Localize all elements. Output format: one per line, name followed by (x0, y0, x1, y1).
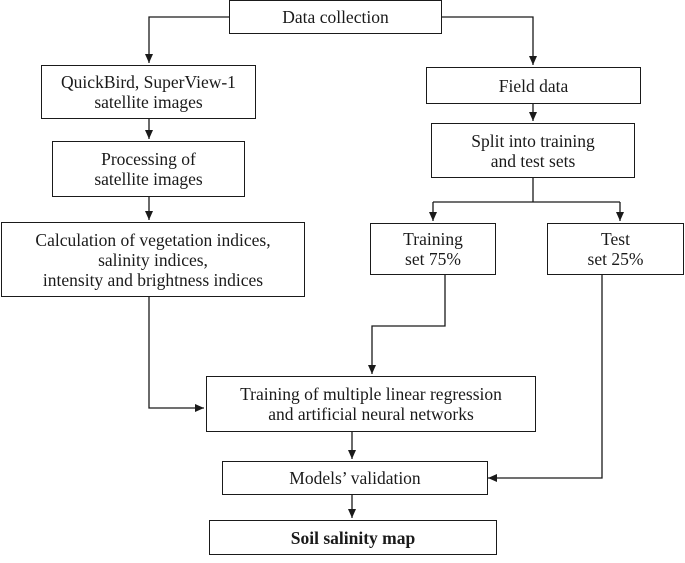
test-set-box: Test set 25% (547, 223, 684, 275)
processing-box: Processing of satellite images (52, 141, 245, 197)
model-training-text-line1: Training of multiple linear regression (240, 384, 502, 404)
satellite-images-box: QuickBird, SuperView-1 satellite images (41, 65, 256, 119)
field-data-text: Field data (498, 75, 569, 96)
training-set-text-line2: set 75% (405, 249, 461, 269)
arrow-collection-to-field (442, 16, 537, 65)
field-data-box: Field data (426, 67, 641, 104)
models-validation-text: Models’ validation (289, 468, 421, 488)
arrow-test-set-to-validation (488, 275, 603, 482)
arrow-collection-to-satellite (145, 16, 229, 63)
satellite-images-text-line2: satellite images (94, 92, 203, 112)
soil-salinity-map-box: Soil salinity map (209, 520, 497, 555)
indices-calculation-box: Calculation of vegetation indices, salin… (1, 222, 305, 297)
data-collection-text: Data collection (282, 7, 389, 27)
training-set-text-line1: Training (403, 229, 463, 249)
split-sets-box: Split into training and test sets (431, 123, 635, 178)
indices-text-line2: salinity indices, (98, 249, 208, 270)
training-set-box: Training set 75% (370, 223, 496, 275)
split-sets-text-line2: and test sets (490, 150, 576, 171)
arrow-indices-to-model-training (148, 297, 204, 412)
indices-text-line1: Calculation of vegetation indices, (35, 229, 271, 250)
processing-text-line2: satellite images (94, 169, 203, 189)
split-sets-text-line1: Split into training (471, 130, 595, 151)
data-collection-box: Data collection (229, 0, 442, 34)
satellite-images-text-line1: QuickBird, SuperView-1 (61, 72, 236, 92)
soil-salinity-map-text: Soil salinity map (290, 527, 416, 548)
model-training-box: Training of multiple linear regression a… (206, 376, 536, 432)
split-branch-line (433, 178, 620, 203)
test-set-text-line2: set 25% (587, 249, 644, 269)
test-set-text-line1: Test (601, 229, 630, 249)
indices-text-line3: intensity and brightness indices (42, 269, 264, 290)
models-validation-box: Models’ validation (222, 461, 488, 495)
processing-text-line1: Processing of (101, 149, 196, 169)
model-training-text-line2: and artificial neural networks (268, 404, 474, 424)
arrow-training-set-to-model-training (368, 275, 446, 374)
